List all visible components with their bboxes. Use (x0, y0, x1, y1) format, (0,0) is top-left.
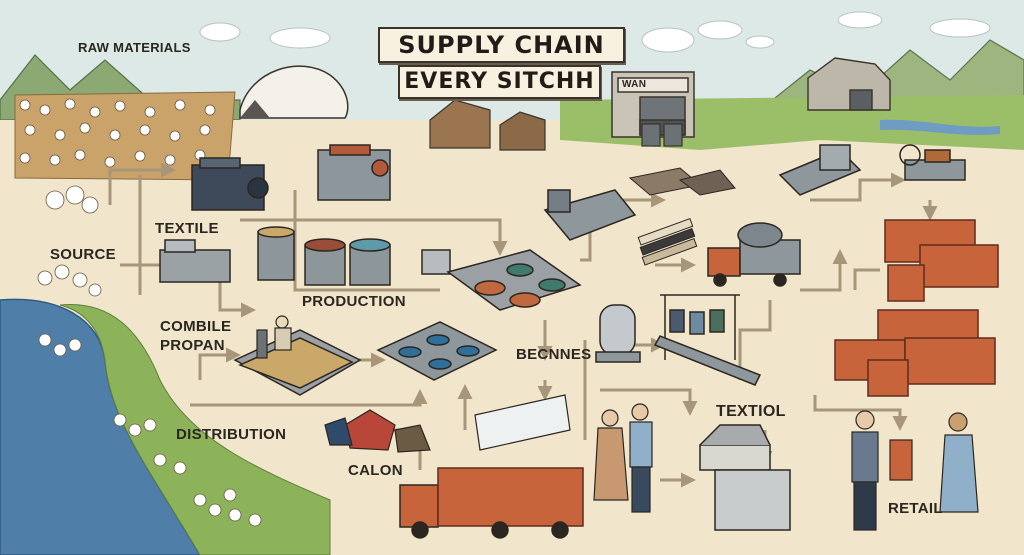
wash-tubs (376, 321, 498, 381)
farmhouse (807, 57, 891, 111)
label-raw-materials: RAW MATERIALS (78, 40, 191, 55)
label-textile: TEXTILE (155, 220, 219, 237)
factory-sign: WAN (622, 79, 647, 90)
label-textiol: TEXTIOL (716, 403, 786, 420)
label-source: SOURCE (50, 246, 116, 263)
loom-machine (191, 157, 269, 211)
processing-machine (317, 144, 391, 201)
conveyor (653, 335, 762, 386)
cotton-bale-pile (239, 65, 349, 119)
river-top (880, 119, 1000, 135)
label-retail: RETAIL (888, 500, 943, 517)
label-production: PRODUCTION (302, 293, 406, 310)
mixer-truck (707, 222, 801, 287)
label-combile: COMBILE (160, 318, 232, 335)
roller-machine (778, 144, 862, 196)
glass-panel (474, 394, 571, 451)
fabric-rolls (637, 218, 698, 266)
garment-rack (660, 294, 740, 360)
retail-customers (851, 410, 979, 531)
fabric-sheets (628, 167, 736, 196)
cargo-truck (399, 467, 584, 539)
dye-basin-large (446, 249, 582, 311)
fabric-bags (324, 409, 431, 453)
cart (899, 144, 966, 181)
clouds (199, 11, 991, 53)
riverbank (59, 303, 331, 555)
barns (429, 99, 546, 151)
shipping-containers-stack-top (884, 219, 999, 302)
carding-machine (543, 189, 637, 241)
cotton-bolls (19, 98, 216, 168)
mirror-station (595, 304, 641, 363)
spinning-machine (159, 239, 231, 283)
worker-pair (593, 403, 653, 513)
sewing-station (699, 424, 791, 531)
vats (641, 123, 683, 147)
label-propan: PROPAN (160, 337, 225, 354)
label-calon: CALON (348, 462, 403, 479)
shipping-containers-stack-bottom (834, 309, 996, 397)
dye-tanks (257, 226, 451, 286)
rock (240, 100, 270, 118)
title-line-1: SUPPLY CHAIN (378, 27, 625, 63)
worker-figure (256, 315, 292, 359)
title-line-2: EVERY SITCHH (398, 65, 601, 99)
cotton-bushes (37, 185, 262, 527)
label-becnnes: BECNNES (516, 346, 592, 363)
label-distribution: DISTRIBUTION (176, 426, 287, 443)
